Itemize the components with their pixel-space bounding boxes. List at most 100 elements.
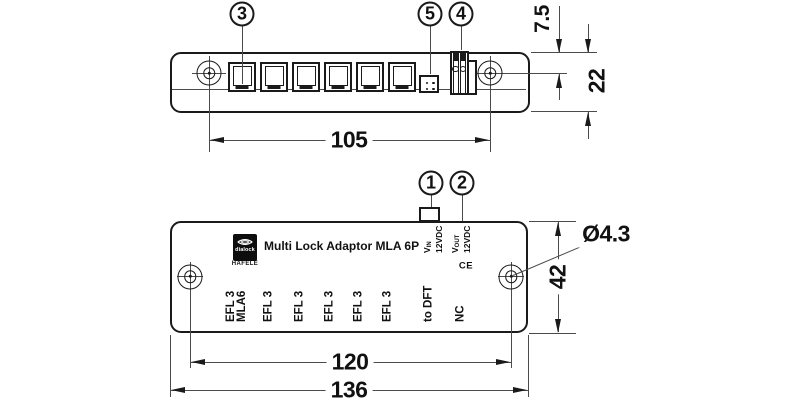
dimension-arrow (210, 137, 224, 143)
dimension-line-22 (587, 112, 589, 139)
callout-number: 4 (455, 3, 466, 24)
port-label-line: EFL 3 (262, 290, 275, 322)
hole-inner-ring (183, 270, 197, 283)
callout-balloon-5: 5 (417, 1, 443, 27)
ce-mark: CE (458, 260, 474, 272)
port-label-efl3-mla6: EFL 3 MLA6 (225, 286, 248, 322)
port-label-efl3: EFL 3 (323, 286, 336, 322)
rj-port-opening (392, 66, 412, 86)
hole-inner-ring (504, 270, 518, 283)
dimension-arrow (585, 38, 591, 53)
hole-centerline-vertical (510, 262, 512, 368)
dialock-logo: dialock (233, 234, 257, 261)
port-label-line: NC (454, 304, 467, 322)
rj-port-opening (264, 66, 284, 86)
front-view-housing (170, 221, 528, 333)
hole-center-dot (509, 274, 513, 279)
extension-line (529, 220, 576, 222)
mounting-hole (177, 264, 203, 289)
rj-port-opening (360, 66, 380, 86)
rj-latch-tab (363, 85, 377, 89)
hole-centerline-vertical (208, 56, 210, 152)
callout-number: 1 (425, 172, 436, 193)
port-label-efl3: EFL 3 (352, 286, 365, 322)
company-name: HÄFELE (231, 261, 259, 267)
rj-port-opening (328, 66, 348, 86)
port-label-line: EFL 3 (323, 290, 336, 322)
dimension-value-22: 22 (583, 63, 611, 98)
rj-port-4 (324, 62, 352, 92)
hole-centerline-vertical (489, 56, 491, 152)
dimension-arrow (556, 73, 562, 88)
hole-center-dot (488, 71, 492, 75)
dimension-arrow (191, 359, 205, 365)
power-terminal-block (450, 50, 477, 95)
pin-dot (425, 81, 429, 85)
extension-line (529, 332, 576, 334)
port-label-nc: NC (454, 286, 467, 322)
port-label-line: MLA6 (235, 290, 248, 322)
dimension-value-7-5: 7.5 (531, 0, 555, 38)
hole-centerline-horizontal (474, 72, 567, 74)
mounting-hole (498, 264, 524, 289)
callout-balloon-4: 4 (448, 1, 474, 27)
dimension-arrow (585, 111, 591, 126)
hole-inner-ring (202, 66, 216, 80)
rj-latch-tab (331, 85, 345, 89)
rj-port-opening (296, 66, 316, 86)
dft-connector (419, 75, 439, 93)
hole-outer-ring (498, 264, 524, 289)
hole-center-dot (188, 274, 192, 279)
callout-leader (241, 26, 243, 84)
dimension-line-7-5 (558, 6, 560, 52)
hole-center-dot (207, 71, 211, 75)
dimension-value-hole-diameter: Ø4.3 (577, 220, 635, 248)
extension-line (531, 52, 597, 54)
dialock-brand-text: dialock (235, 247, 255, 253)
port-label-line: EFL 3 (381, 290, 394, 322)
callout-number: 2 (456, 172, 467, 193)
rj-port-3 (292, 62, 320, 92)
rj-port-6 (388, 62, 416, 92)
terminal-screw (452, 65, 459, 72)
callout-leader (461, 195, 463, 221)
hole-outer-ring (196, 60, 222, 86)
callout-number: 3 (236, 3, 247, 24)
dimension-value-42: 42 (544, 259, 572, 295)
vout-line2: 12VDC (461, 225, 472, 253)
dimension-value-120: 120 (326, 348, 374, 376)
callout-balloon-1: 1 (418, 170, 444, 196)
dialock-arcs-icon (237, 238, 253, 246)
dimension-arrow (556, 38, 562, 53)
callout-number: 5 (424, 3, 435, 24)
rj-port-5 (356, 62, 384, 92)
vin-line2: 12VDC (433, 225, 443, 253)
dimension-value-136: 136 (325, 376, 373, 400)
port-label-to-dft: to DFT (423, 285, 435, 321)
hole-outer-ring (477, 60, 503, 86)
rj-latch-tab (395, 85, 409, 89)
dimension-arrow (513, 387, 527, 393)
rj-latch-tab (267, 85, 281, 89)
rj-port-2 (260, 62, 288, 92)
callout-leader (430, 195, 432, 207)
extension-line (527, 335, 529, 397)
mounting-hole (477, 60, 503, 86)
hole-inner-ring (483, 66, 497, 80)
extension-line (531, 111, 597, 113)
port-label-line: EFL 3 (293, 290, 306, 322)
callout-leader (429, 26, 431, 74)
dimension-arrow (555, 221, 561, 236)
terminal-screw (459, 65, 467, 72)
pin-dot (425, 87, 429, 91)
vin-line1: VIN (421, 241, 433, 253)
hole-centerline-vertical (189, 262, 191, 368)
port-label-efl3: EFL 3 (381, 286, 394, 322)
port-label-efl3: EFL 3 (293, 286, 306, 322)
extension-line (169, 335, 171, 397)
vin-label: VIN 12VDC (421, 221, 444, 253)
dimension-arrow (496, 359, 510, 365)
port-label-line: EFL 3 (352, 290, 365, 322)
rj-latch-tab (235, 85, 249, 89)
